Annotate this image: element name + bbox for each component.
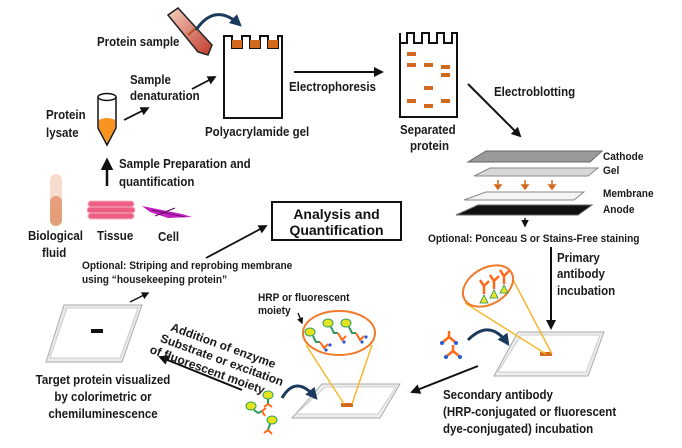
- free-secondary-antibodies-icon: [245, 390, 278, 435]
- primary-membrane-icon: [493, 331, 605, 377]
- curved-arrow-icon: [194, 13, 242, 31]
- analysis-arrow: [205, 225, 268, 259]
- label-anode: Anode: [603, 204, 635, 216]
- visualization-arrow: [158, 355, 243, 391]
- tissue-icon: [86, 200, 136, 220]
- label-protein-lysate-2: lysate: [46, 126, 79, 140]
- label-target-visualized-1: Target protein visualized: [35, 373, 171, 387]
- label-primary-incubation-3: incubation: [557, 284, 616, 298]
- analysis-quantification-box: Analysis and Quantification: [271, 201, 402, 241]
- label-sample-prep-2: quantification: [119, 175, 195, 189]
- label-primary-incubation-1: Primary: [557, 251, 600, 265]
- label-tissue: Tissue: [97, 229, 134, 243]
- label-sample-prep-1: Sample Preparation and: [119, 157, 251, 171]
- label-secondary-incubation-2: (HRP-conjugated or fluorescent: [443, 405, 617, 419]
- label-cell: Cell: [158, 230, 180, 244]
- label-optional-ponceau: Optional: Ponceau S or Stains-Free stain…: [428, 233, 640, 245]
- electroblotting-arrow: [467, 83, 522, 138]
- label-polyacrylamide-gel: Polyacrylamide gel: [205, 125, 310, 139]
- secondary-membrane-icon: [290, 383, 401, 419]
- label-target-visualized-3: chemiluminescence: [48, 407, 158, 421]
- label-biological-fluid-1: Biological: [28, 229, 83, 243]
- label-hrp-moiety-2: moiety: [258, 305, 291, 317]
- label-sample-denaturation-1: Sample: [130, 73, 171, 87]
- curved-arrow-icon: [280, 384, 318, 400]
- denaturation-arrow: [123, 107, 150, 121]
- secondary-incubation-arrow: [410, 365, 479, 394]
- pipette-icon: [166, 7, 213, 56]
- label-electroblotting: Electroblotting: [494, 85, 576, 99]
- lysate-tube-icon: [97, 92, 117, 147]
- cell-icon: [142, 206, 192, 218]
- free-primary-antibodies-icon: [442, 331, 460, 357]
- label-secondary-incubation-1: Secondary antibody: [443, 388, 553, 402]
- primary-antibody-zoom-icon: [461, 264, 553, 355]
- separated-protein-gel-icon: [399, 32, 458, 118]
- curved-arrow-icon: [466, 328, 510, 346]
- label-protein-lysate-1: Protein: [46, 108, 86, 122]
- label-protein-sample: Protein sample: [97, 35, 180, 49]
- label-target-visualized-2: by colorimetric or: [54, 390, 152, 404]
- label-membrane: Membrane: [603, 188, 654, 200]
- label-cathode: Cathode: [603, 151, 644, 163]
- hrp-pointer-arrow: [297, 312, 304, 325]
- result-membrane-icon: [45, 304, 143, 363]
- analysis-box-line-1: Analysis and: [293, 206, 380, 222]
- label-primary-incubation-2: antibody: [557, 267, 605, 281]
- label-separated-protein-2: protein: [410, 139, 449, 153]
- label-hrp-moiety-1: HRP or fluorescent: [258, 292, 350, 304]
- blot-stack-icon: [455, 150, 604, 228]
- label-electrophoresis: Electrophoresis: [289, 80, 376, 94]
- label-sample-denaturation-2: denaturation: [130, 89, 200, 103]
- reprobe-arrow: [129, 292, 150, 303]
- label-optional-striping-1: Optional: Striping and reprobing membran…: [82, 260, 293, 272]
- polyacrylamide-gel-icon: [223, 35, 283, 119]
- label-biological-fluid-2: fluid: [42, 246, 67, 260]
- to-gel-arrow: [191, 76, 217, 90]
- label-secondary-incubation-3: dye-conjugated) incubation: [443, 422, 594, 436]
- label-optional-striping-2: using “housekeeping protein”: [82, 274, 228, 286]
- analysis-box-line-2: Quantification: [289, 222, 384, 238]
- secondary-antibody-zoom-icon: [302, 310, 376, 405]
- biological-fluid-icon: [50, 174, 62, 226]
- label-gel: Gel: [603, 165, 620, 177]
- label-separated-protein-1: Separated: [400, 123, 456, 137]
